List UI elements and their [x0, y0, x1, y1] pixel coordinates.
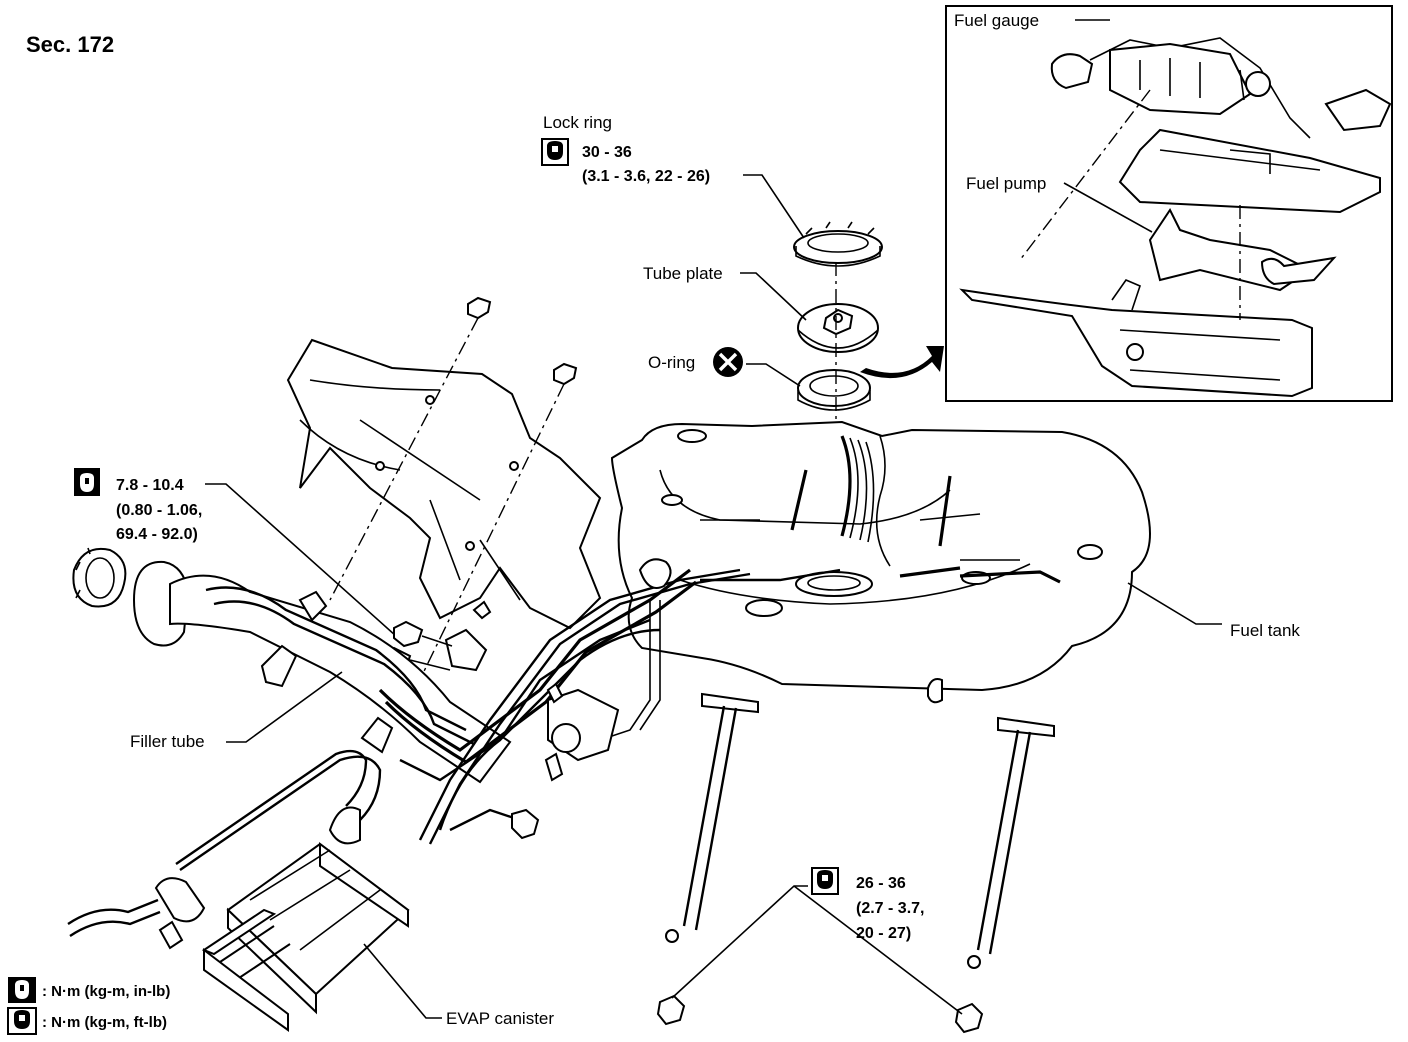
filler-torque-line3: 69.4 - 92.0) — [116, 526, 198, 543]
fuel-pump-inset: Fuel gauge Fuel pump — [945, 5, 1393, 402]
o-ring-part — [797, 369, 871, 411]
evap-canister-leader — [363, 943, 442, 1019]
filler-cap-part — [72, 547, 127, 608]
fuel-gauge-label: Fuel gauge — [954, 11, 1039, 30]
section-title: Sec. 172 — [26, 32, 114, 57]
strap-torque-leader-right — [793, 885, 963, 1015]
torque-wrench-ftlb-icon — [7, 1007, 37, 1035]
do-not-reuse-icon — [713, 347, 743, 377]
torque-wrench-inlb-icon — [74, 468, 100, 496]
strap-torque-leader-left — [671, 885, 808, 999]
fuel-pump-label: Fuel pump — [966, 174, 1046, 193]
filler-tube-label: Filler tube — [130, 732, 205, 751]
legend-inlb-text: : N·m (kg-m, in-lb) — [42, 983, 170, 1000]
filler-torque-line1: 7.8 - 10.4 — [116, 477, 184, 494]
strap-torque-line3: 20 - 27) — [856, 925, 911, 942]
clip-1-icon — [467, 296, 492, 320]
filler-torque-line2: (0.80 - 1.06, — [116, 502, 202, 519]
tube-plate-part — [797, 303, 879, 353]
torque-wrench-ftlb-icon — [811, 867, 839, 895]
evap-canister-label: EVAP canister — [446, 1009, 554, 1028]
filler-tube-leader — [226, 671, 343, 743]
tank-strap-left — [656, 692, 759, 1026]
tube-plate-leader — [740, 272, 807, 321]
lock-ring-torque: 30 - 36 — [582, 144, 632, 161]
torque-wrench-ftlb-icon — [541, 138, 569, 166]
fuel-lines — [418, 558, 841, 845]
legend: : N·m (kg-m, in-lb) : N·m (kg-m, ft-lb) — [7, 977, 170, 1035]
lock-ring-torque-alt: (3.1 - 3.6, 22 - 26) — [582, 168, 710, 185]
fuel-pump-leader — [1063, 182, 1153, 233]
filler-torque-leader — [205, 483, 397, 637]
lock-ring-label: Lock ring — [543, 113, 612, 132]
evap-canister-part — [67, 749, 410, 1032]
strap-torque-line2: (2.7 - 3.7, — [856, 900, 924, 917]
torque-wrench-inlb-icon — [8, 977, 36, 1003]
fuel-tank-part — [610, 420, 1151, 704]
filler-tube-part — [132, 560, 697, 784]
tank-strap-right — [954, 716, 1055, 1034]
strap-torque-line1: 26 - 36 — [856, 875, 906, 892]
lock-ring-part — [793, 221, 883, 267]
legend-ftlb-text: : N·m (kg-m, ft-lb) — [42, 1014, 167, 1031]
tube-plate-label: Tube plate — [643, 264, 723, 283]
fuel-tank-label: Fuel tank — [1230, 621, 1300, 640]
clip-2-icon — [553, 362, 578, 386]
detail-arrow — [860, 346, 944, 379]
lock-ring-leader — [743, 174, 805, 239]
o-ring-label: O-ring — [648, 353, 695, 372]
heat-shield-part — [286, 338, 602, 672]
o-ring-leader — [746, 363, 801, 387]
fuel-pump-reservoir — [959, 128, 1381, 398]
fuel-tank-leader — [1127, 582, 1222, 625]
